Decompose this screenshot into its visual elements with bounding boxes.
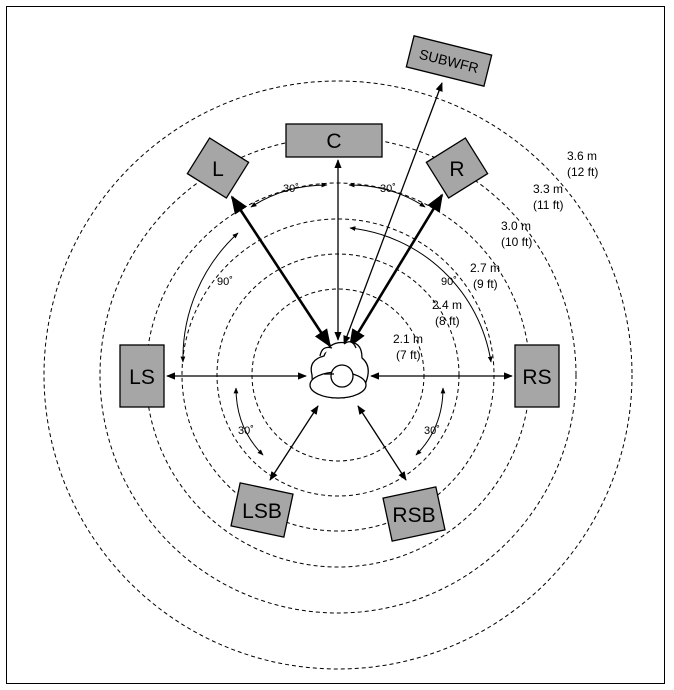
speaker-center-label: C xyxy=(326,130,341,153)
distance-2.4-ft: (8 ft) xyxy=(435,314,460,328)
line-left-surround-back xyxy=(269,405,319,481)
diagram-frame xyxy=(6,6,665,684)
speaker-lines xyxy=(166,82,513,481)
listener-icon xyxy=(309,341,369,399)
distance-2.7-ft: (9 ft) xyxy=(473,277,498,291)
angle-rear-right: 30˚ xyxy=(424,425,440,437)
speaker-left-surround-back: LSB xyxy=(230,482,294,538)
speaker-right-surround-back-label: RSB xyxy=(392,504,435,527)
line-right xyxy=(348,193,444,348)
speaker-right-surround-back: RSB xyxy=(382,486,446,542)
angle-rear-left: 30˚ xyxy=(238,425,254,437)
angle-labels: 30˚ 30˚ 90˚ 90˚ 30˚ 30˚ xyxy=(217,183,457,437)
distance-2.1-m: 2.1 m xyxy=(393,332,423,346)
speaker-subwoofer: SUBWFR xyxy=(405,35,493,87)
distance-3.0-m: 3.0 m xyxy=(501,219,531,233)
distance-2.7-m: 2.7 m xyxy=(470,261,500,275)
distance-3.6-ft: (12 ft) xyxy=(567,165,598,179)
speaker-right-surround-label: RS xyxy=(522,366,551,389)
distance-3.0-ft: (10 ft) xyxy=(501,235,532,249)
angle-front-right: 30˚ xyxy=(380,183,396,195)
speaker-right-surround: RS xyxy=(514,344,560,408)
speaker-left: L xyxy=(186,137,250,199)
distance-2.4-m: 2.4 m xyxy=(432,298,462,312)
speaker-left-surround-back-label: LSB xyxy=(242,500,282,523)
arc-left-side xyxy=(180,232,239,363)
arc-rear-right xyxy=(415,387,446,456)
line-subwoofer xyxy=(343,82,443,345)
line-left xyxy=(230,195,332,348)
speaker-left-surround-label: LS xyxy=(129,366,155,389)
distance-3.3-m: 3.3 m xyxy=(533,182,563,196)
distance-2.1-ft: (7 ft) xyxy=(396,348,421,362)
distance-3.3-ft: (11 ft) xyxy=(533,198,563,212)
angle-left-side: 90˚ xyxy=(217,276,233,288)
speaker-left-label: L xyxy=(212,158,224,181)
angle-right-side: 90˚ xyxy=(441,276,457,288)
angle-front-left: 30˚ xyxy=(283,183,299,195)
speaker-right: R xyxy=(425,137,489,199)
speaker-left-surround: LS xyxy=(119,344,165,408)
distance-3.6-m: 3.6 m xyxy=(567,149,597,163)
speaker-right-label: R xyxy=(449,158,464,181)
speaker-center: C xyxy=(285,123,383,158)
ring-3.6m xyxy=(43,80,633,670)
line-right-surround-back xyxy=(357,405,407,481)
arc-rear-left xyxy=(233,387,264,456)
distance-labels: 2.1 m (7 ft) 2.4 m (8 ft) 2.7 m (9 ft) 3… xyxy=(393,149,598,362)
